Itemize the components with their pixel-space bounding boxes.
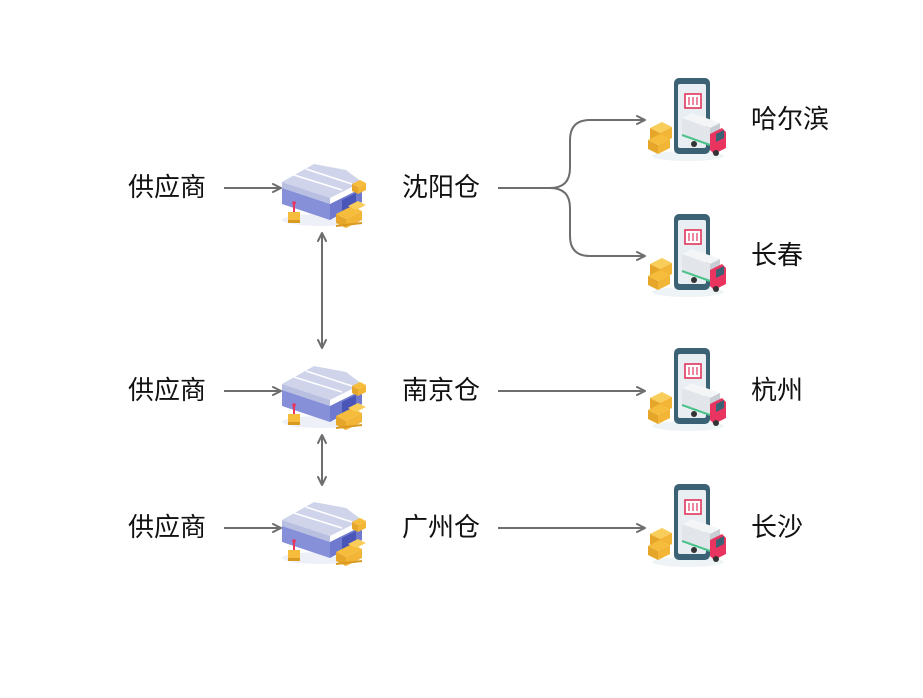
branch-arrow-harbin [498, 115, 646, 189]
delivery-truck-icon [647, 77, 727, 162]
warehouse-label-shenyang: 沈阳仓 [402, 173, 481, 203]
supplier-label-nanjing: 供应商 [128, 376, 207, 406]
city-label-changsha: 长沙 [751, 513, 804, 543]
branch-arrow-changchun [549, 187, 646, 261]
delivery-truck-icon [647, 483, 727, 568]
city-label-changchun: 长春 [751, 241, 804, 271]
warehouse-icon [281, 163, 367, 229]
supplier-label-guangzhou: 供应商 [128, 513, 207, 543]
city-label-hangzhou: 杭州 [751, 376, 804, 406]
delivery-truck-icon [647, 347, 727, 432]
supplier-label-shenyang: 供应商 [128, 173, 207, 203]
warehouse-icon [281, 365, 367, 431]
warehouse-label-guangzhou: 广州仓 [402, 513, 481, 543]
city-label-harbin: 哈尔滨 [751, 105, 830, 135]
warehouse-label-nanjing: 南京仓 [402, 376, 481, 406]
warehouse-icon [281, 501, 367, 567]
delivery-truck-icon [647, 213, 727, 298]
